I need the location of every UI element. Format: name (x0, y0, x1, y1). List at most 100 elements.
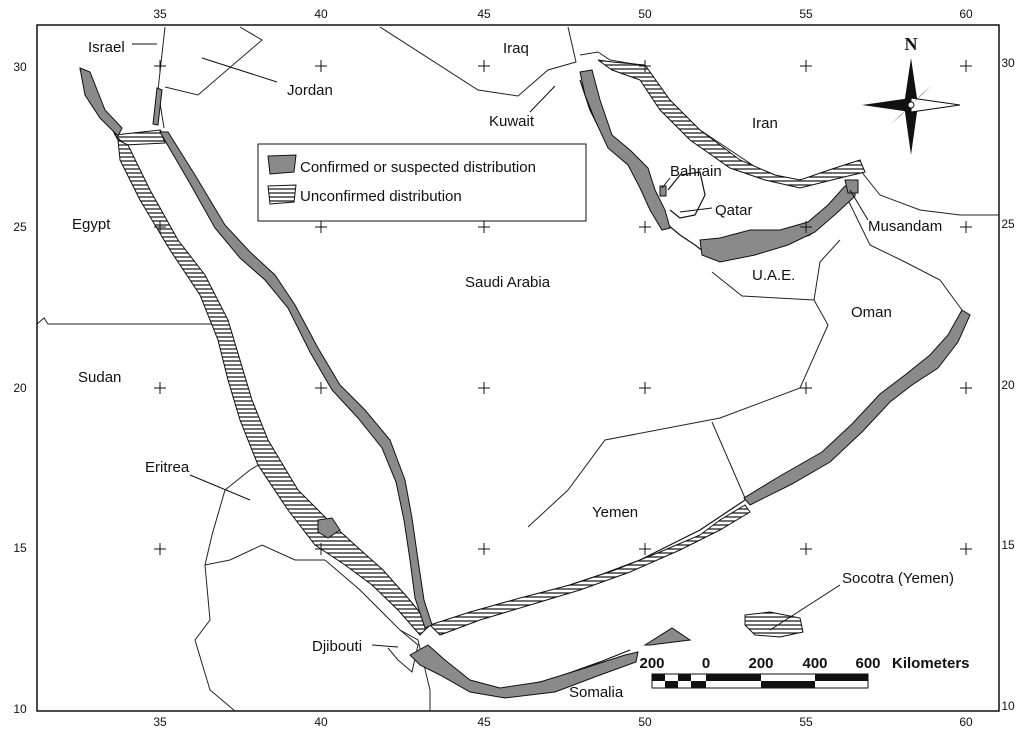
label-uae: U.A.E. (752, 267, 795, 284)
graticule-cross (960, 382, 972, 394)
scale-bar-segment (652, 674, 665, 681)
legend-box (257, 143, 587, 222)
graticule-cross (315, 221, 327, 233)
left-tick: 25 (13, 220, 27, 234)
graticule-cross (315, 60, 327, 72)
unconfirmed-area-yemen-coast (429, 504, 751, 636)
unconfirmed-distribution (113, 59, 866, 638)
confirmed-area-somalia-coast (409, 644, 639, 699)
graticule-cross (960, 221, 972, 233)
label-somalia: Somalia (569, 684, 624, 701)
border-iraq-saudi (379, 26, 577, 97)
graticule-cross (478, 382, 490, 394)
legend: Confirmed or suspected distribution Unco… (257, 143, 587, 222)
bottom-tick: 55 (799, 715, 813, 729)
label-sudan: Sudan (78, 369, 121, 386)
label-leader-lines (132, 43, 869, 648)
left-tick-labels: 30 25 20 15 10 (13, 60, 27, 716)
unconfirmed-area-gulf-iran (597, 59, 866, 189)
left-tick: 30 (13, 60, 27, 74)
label-oman: Oman (851, 304, 892, 321)
map-frame (36, 24, 1000, 712)
scale-label: 0 (702, 655, 710, 672)
scale-bar: 200 0 200 400 600 Kilometers (639, 655, 970, 689)
right-tick: 25 (1001, 217, 1015, 231)
north-arrow-needle-ne (911, 85, 932, 105)
confirmed-area-gulf-of-suez (79, 67, 123, 137)
graticule-cross (639, 221, 651, 233)
north-arrow-needle-w (862, 98, 911, 112)
unconfirmed-area-african-redsea (117, 139, 431, 636)
border-eritrea-ethiopia (194, 564, 236, 712)
leader-jordan (201, 57, 278, 83)
top-tick: 40 (314, 7, 328, 21)
label-israel: Israel (88, 39, 125, 56)
place-labels: Israel Jordan Iraq Kuwait Iran Bahrain Q… (72, 39, 954, 701)
graticule-cross (478, 543, 490, 555)
graticule-cross (315, 543, 327, 555)
graticule-crosses (154, 60, 972, 555)
country-borders (36, 26, 999, 712)
top-tick: 60 (959, 7, 973, 21)
label-djibouti: Djibouti (312, 638, 362, 655)
label-saudi-arabia: Saudi Arabia (465, 274, 551, 291)
bottom-tick: 60 (959, 715, 973, 729)
north-arrow-needle-n (904, 58, 918, 105)
confirmed-area-arabian-redsea (159, 131, 433, 629)
graticule-cross (154, 543, 166, 555)
scale-bar-segment (815, 674, 868, 681)
leader-socotra (769, 584, 841, 631)
border-yemen-oman (711, 421, 746, 499)
graticule-cross (154, 221, 166, 233)
label-iran: Iran (752, 115, 778, 132)
scale-bar-segment (691, 681, 706, 688)
leader-qatar (679, 207, 713, 213)
legend-unconfirmed-swatch (267, 184, 297, 205)
border-egypt-sudan (36, 317, 219, 325)
bottom-tick: 45 (477, 715, 491, 729)
label-jordan: Jordan (287, 82, 333, 99)
border-djibouti (387, 629, 419, 673)
border-ethiopia-somalia (324, 559, 431, 711)
confirmed-area-farasan (317, 517, 341, 539)
right-tick-labels: 30 25 20 15 10 (1001, 56, 1015, 713)
label-qatar: Qatar (715, 202, 753, 219)
leader-kuwait (529, 85, 556, 113)
label-musandam: Musandam (868, 218, 942, 235)
graticule-cross (800, 221, 812, 233)
label-eritrea: Eritrea (145, 459, 190, 476)
leader-musandam (849, 189, 869, 221)
graticule-cross (960, 543, 972, 555)
label-yemen: Yemen (592, 504, 638, 521)
scale-label: 200 (639, 655, 664, 672)
legend-confirmed-swatch (267, 154, 297, 175)
graticule-cross (960, 60, 972, 72)
scale-bar-segment (706, 674, 761, 681)
confirmed-area-somalia-horn (643, 627, 692, 646)
confirmed-distribution (79, 67, 971, 699)
right-tick: 10 (1001, 699, 1015, 713)
leader-bahrain (661, 177, 671, 189)
label-iraq: Iraq (503, 40, 529, 57)
left-tick: 20 (13, 381, 27, 395)
label-bahrain: Bahrain (670, 163, 722, 180)
left-tick: 10 (13, 702, 27, 716)
legend-unconfirmed-label: Unconfirmed distribution (300, 188, 462, 205)
graticule-cross (639, 543, 651, 555)
graticule-cross (639, 60, 651, 72)
top-tick-labels: 35 40 45 50 55 60 (153, 7, 973, 21)
scale-label: 400 (802, 655, 827, 672)
north-arrow-needle-s (904, 105, 918, 155)
label-egypt: Egypt (72, 216, 111, 233)
graticule-cross (154, 60, 166, 72)
scale-bar-segment (665, 681, 678, 688)
scale-label: 600 (855, 655, 880, 672)
north-arrow-center (907, 101, 915, 109)
border-jordan-north (164, 26, 263, 96)
graticule-cross (800, 382, 812, 394)
scale-label: 200 (748, 655, 773, 672)
coast-qatar (667, 171, 706, 219)
graticule-cross (639, 382, 651, 394)
north-arrow-label: N (905, 34, 918, 54)
